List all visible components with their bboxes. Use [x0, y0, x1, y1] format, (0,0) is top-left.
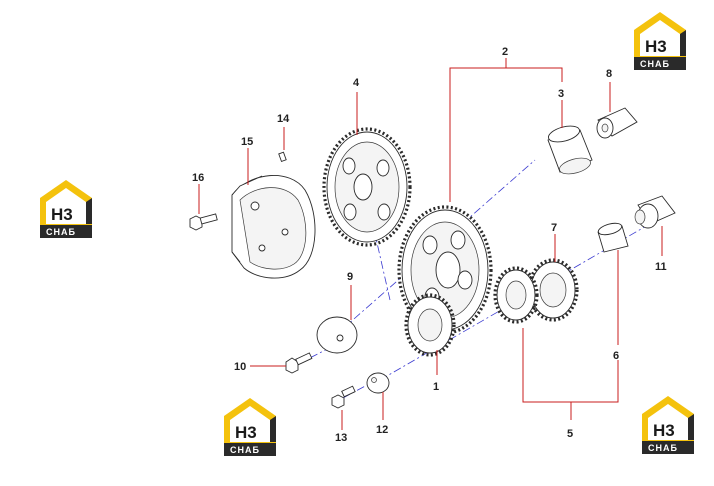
- shaft-upper: [596, 107, 638, 139]
- callouts: 1 2 3 4 5 6 7 8 9 10 11 12 13 14 15 16: [192, 46, 667, 444]
- logo-word: СНАБ: [648, 443, 678, 453]
- logo-mark: H3: [235, 423, 257, 442]
- callout-10: 10: [234, 361, 246, 373]
- watermark-logo-left: H3 СНАБ: [40, 180, 92, 238]
- callout-16: 16: [192, 172, 204, 184]
- callout-9: 9: [347, 271, 353, 283]
- crankshaft-gear: [404, 293, 456, 357]
- watermark-logo-top-right: H3 СНАБ: [634, 12, 686, 70]
- camshaft-gear: [322, 127, 412, 247]
- bushing-lower: [597, 222, 629, 253]
- callout-3: 3: [558, 88, 564, 100]
- logo-mark: H3: [645, 37, 667, 56]
- callout-7: 7: [551, 222, 557, 234]
- watermark-logo-bottom-right: H3 СНАБ: [642, 396, 694, 454]
- axis-cam-gear: [364, 189, 391, 301]
- logo-word: СНАБ: [46, 227, 76, 237]
- watermark-logo-bottom-left: H3 СНАБ: [224, 398, 276, 456]
- callout-6: 6: [613, 350, 619, 362]
- leader-lines: [198, 58, 663, 430]
- logo-mark: H3: [653, 421, 675, 440]
- bolt-13: [331, 385, 356, 409]
- logo-word: СНАБ: [230, 445, 260, 455]
- callout-4: 4: [353, 77, 360, 89]
- bushing-upper: [547, 125, 593, 175]
- bolt-10: [285, 352, 313, 374]
- logo-mark: H3: [51, 205, 73, 224]
- idler-gear-pair: [493, 258, 579, 324]
- callout-1: 1: [433, 381, 439, 393]
- callout-2: 2: [502, 46, 508, 58]
- logo-word: СНАБ: [640, 59, 670, 69]
- callout-13: 13: [335, 432, 347, 444]
- timing-cover: [231, 175, 316, 279]
- callout-15: 15: [241, 136, 253, 148]
- shaft-lower: [634, 195, 676, 229]
- callout-5: 5: [567, 428, 573, 440]
- callout-8: 8: [606, 68, 612, 80]
- dowel-pin: [278, 151, 287, 163]
- axis-idler-left: [329, 159, 536, 341]
- callout-12: 12: [376, 424, 388, 436]
- callout-11: 11: [655, 261, 667, 273]
- thrust-washer: [316, 316, 358, 354]
- plate-washer: [366, 372, 390, 394]
- axis-bolt-10: [295, 339, 346, 366]
- callout-14: 14: [277, 113, 290, 125]
- cover-bolt: [189, 213, 218, 231]
